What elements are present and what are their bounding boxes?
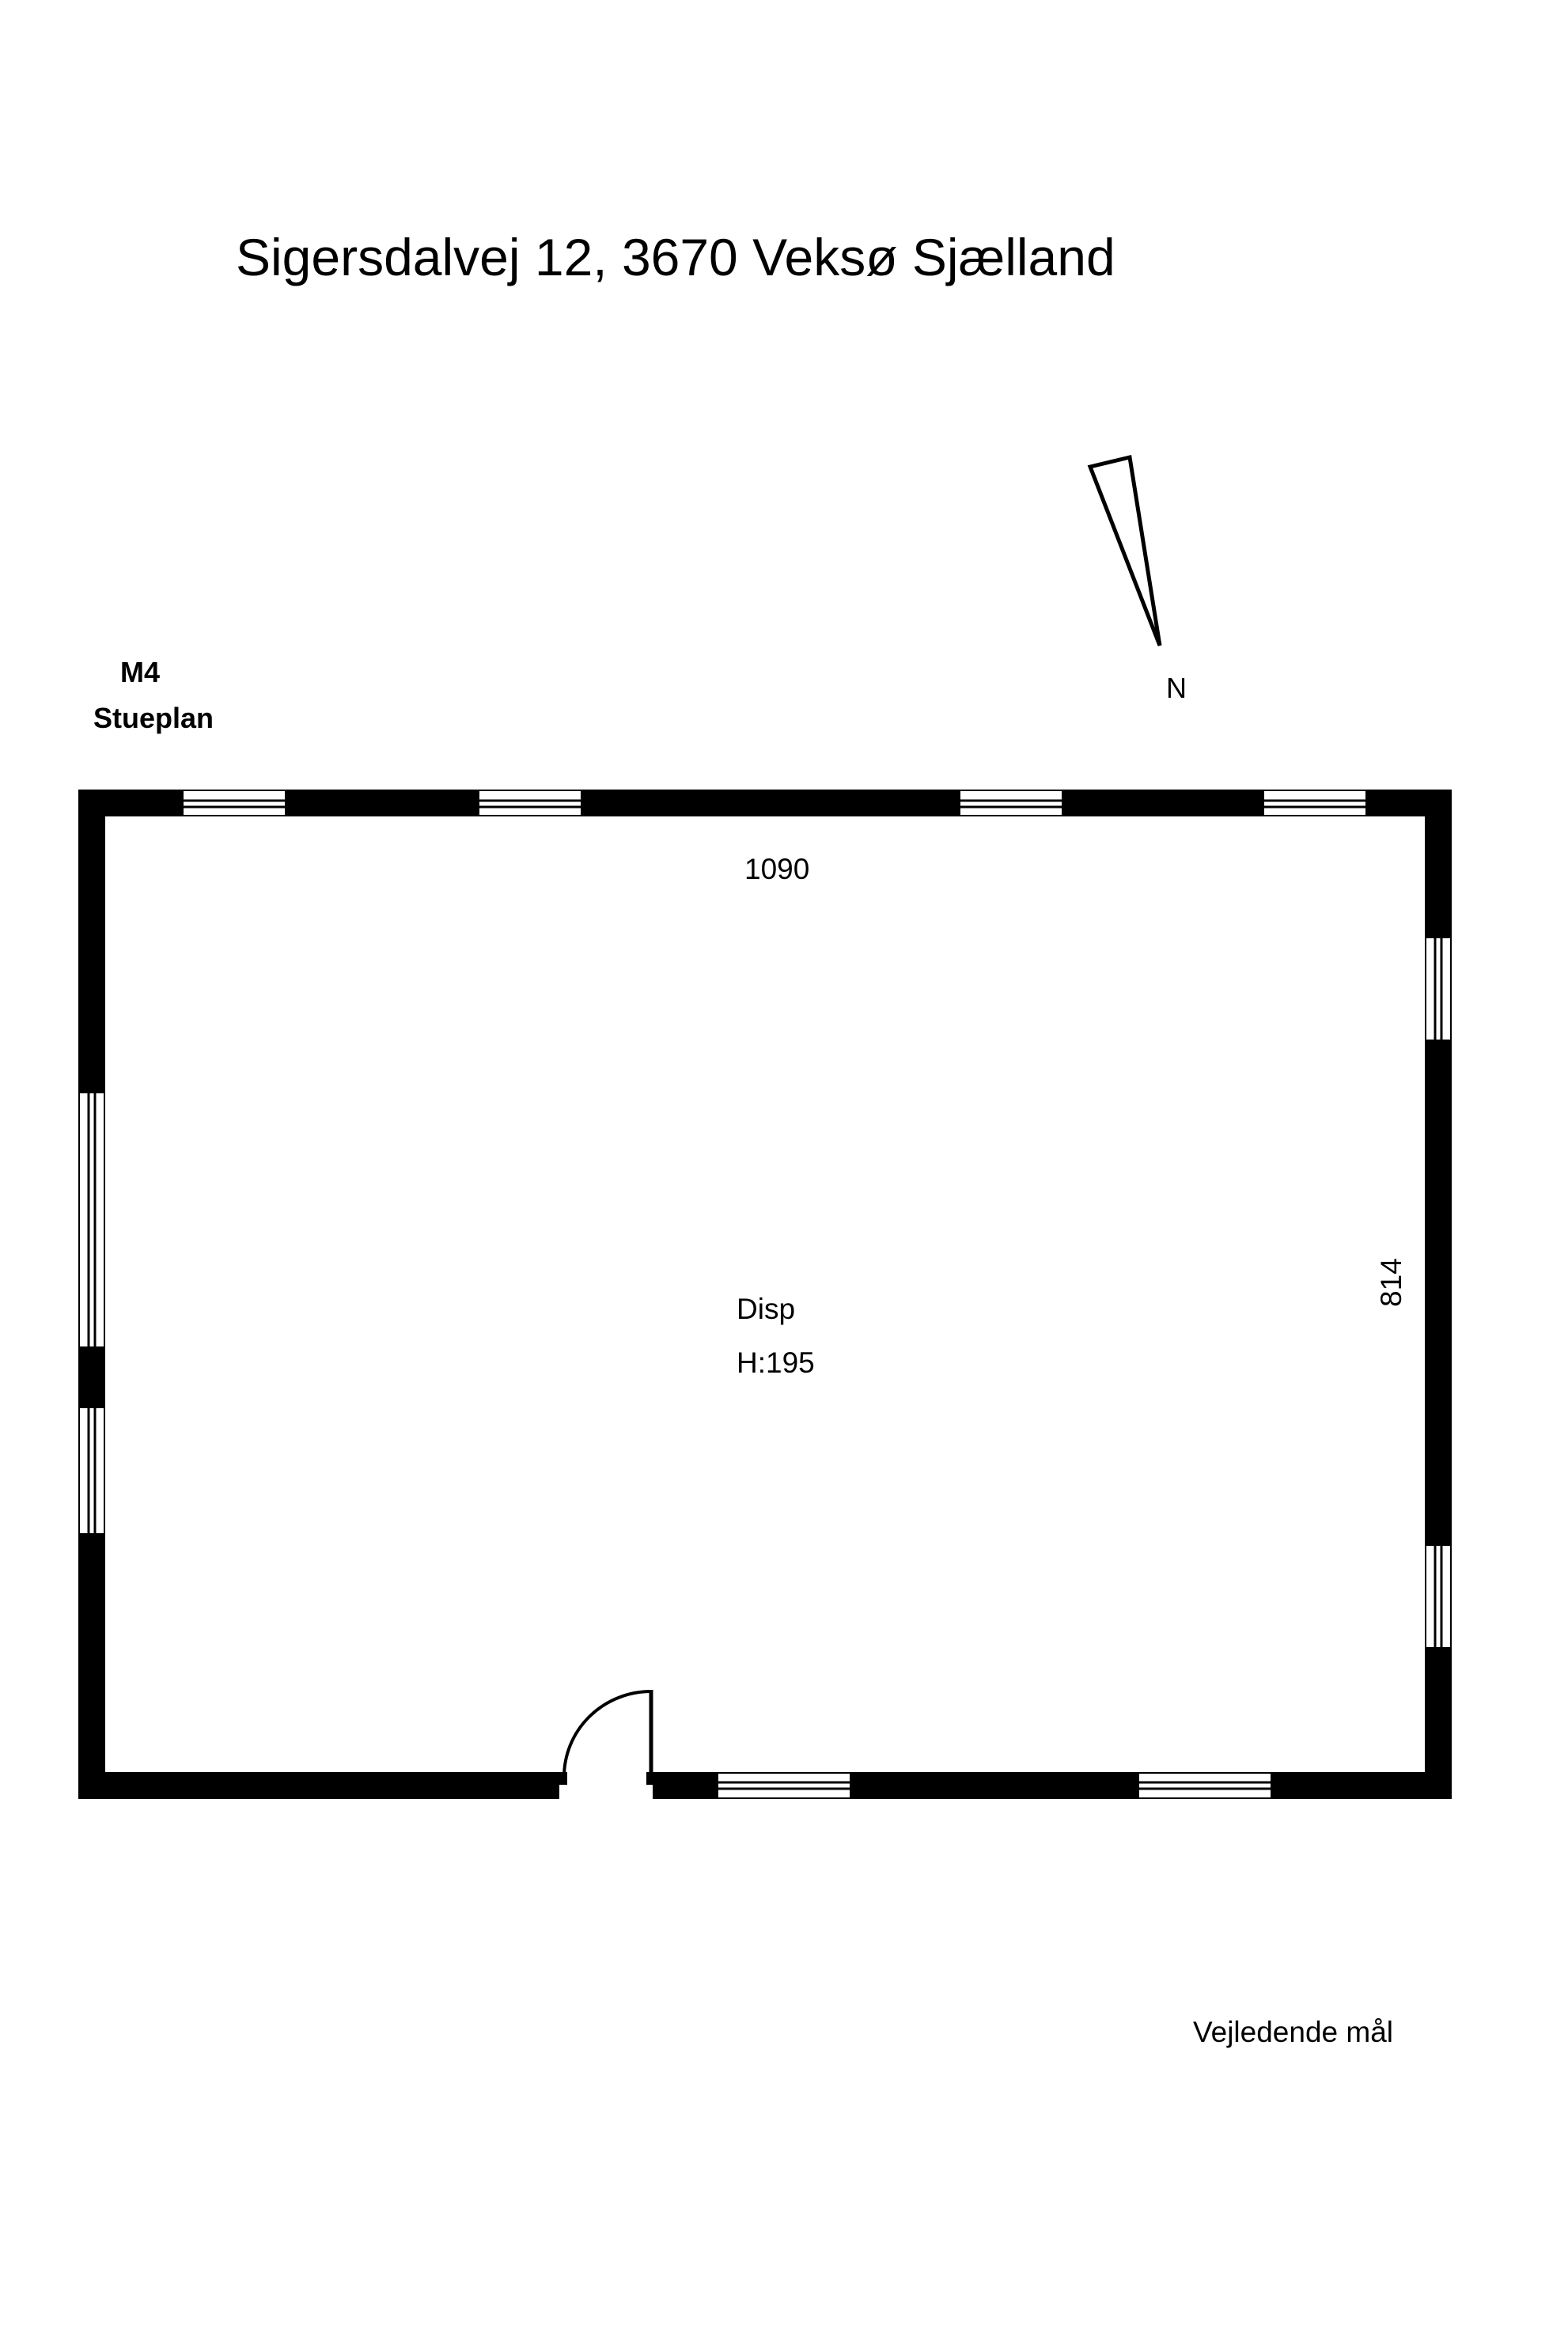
- wall-top: [78, 790, 1452, 816]
- door-swing-arc: [562, 1690, 652, 1778]
- floor-code: M4: [120, 656, 161, 688]
- window: [479, 791, 581, 815]
- window: [1426, 938, 1450, 1040]
- dimension-width: 1090: [744, 853, 810, 885]
- room-height: H:195: [737, 1346, 815, 1379]
- north-label: N: [1166, 672, 1187, 704]
- door: [559, 1690, 653, 1785]
- window: [80, 1093, 104, 1346]
- wall-bottom-left: [78, 1772, 559, 1799]
- address-title: Sigersdalvej 12, 3670 Veksø Sjælland: [236, 228, 1115, 286]
- window: [718, 1774, 850, 1797]
- window: [1426, 1546, 1450, 1647]
- window: [80, 1408, 104, 1533]
- windows: [80, 791, 1450, 1797]
- dimension-depth: 814: [1375, 1258, 1407, 1307]
- north-arrow-icon: [1087, 454, 1162, 646]
- disclaimer: Vejledende mål: [1193, 2016, 1394, 2048]
- window: [184, 791, 285, 815]
- room-name: Disp: [737, 1293, 796, 1325]
- floor-name: Stueplan: [93, 702, 214, 734]
- window: [1264, 791, 1365, 815]
- window: [960, 791, 1062, 815]
- window: [1139, 1774, 1271, 1797]
